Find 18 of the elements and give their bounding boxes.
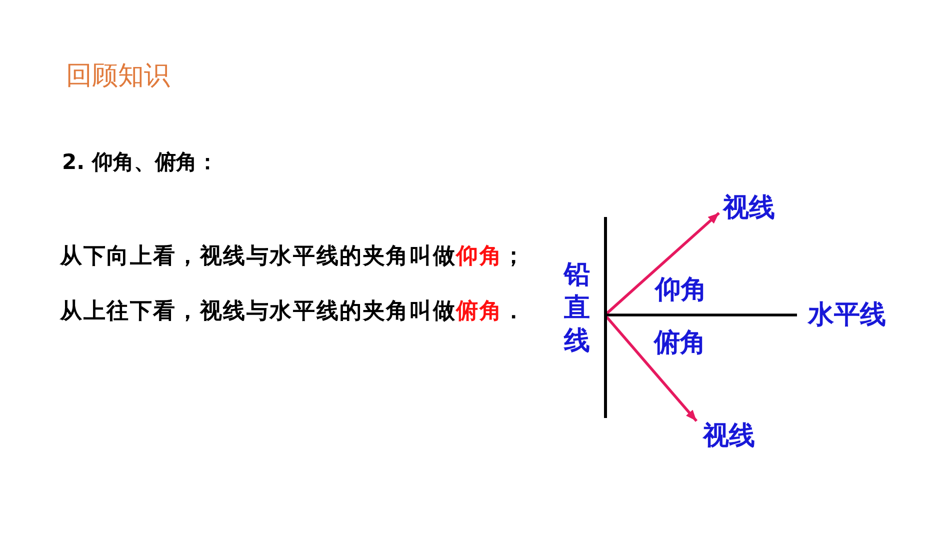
- punctuation-mark: ．: [502, 298, 526, 326]
- arrow: [606, 212, 720, 315]
- angle-label: 仰角: [655, 275, 707, 305]
- horizontal-line-label: 水平线: [797, 300, 886, 330]
- vertical-line: [604, 217, 606, 418]
- horizontal-line: [606, 314, 797, 316]
- section-heading: 2. 仰角、俯角：: [62, 149, 218, 176]
- sight-line-label: 视线: [719, 193, 775, 223]
- sight-line-label: 视线: [694, 421, 755, 451]
- definition-text: 从上往下看，视线与水平线的夹角叫做: [60, 298, 456, 326]
- definition-text: 从下向上看，视线与水平线的夹角叫做: [60, 243, 456, 271]
- slide-title: 回顾知识: [66, 60, 170, 92]
- highlighted-term: 仰角: [456, 243, 503, 271]
- punctuation-mark: ；: [502, 243, 526, 271]
- angle-label: 俯角: [654, 328, 706, 358]
- highlighted-term: 俯角: [456, 298, 503, 326]
- vertical-line-label: 铅直线: [564, 259, 591, 358]
- arrow: [605, 316, 698, 422]
